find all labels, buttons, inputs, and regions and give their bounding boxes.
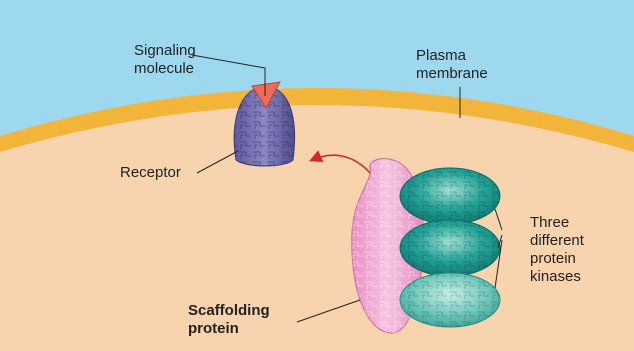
protein-kinase-3 <box>400 273 500 327</box>
label-line: Receptor <box>120 164 181 182</box>
protein-kinases-label: Three different protein kinases <box>530 214 584 286</box>
label-line: different <box>530 232 584 250</box>
label-line: Scaffolding <box>188 302 270 320</box>
scaffolding-protein-label: Scaffolding protein <box>188 302 270 338</box>
protein-kinase-2 <box>400 220 500 276</box>
label-line: membrane <box>416 65 488 83</box>
label-line: Signaling <box>134 42 196 60</box>
plasma-membrane-label: Plasma membrane <box>416 47 488 83</box>
label-line: Plasma <box>416 47 488 65</box>
label-line: Three <box>530 214 584 232</box>
protein-kinase-1 <box>400 168 500 224</box>
label-line: protein <box>188 320 270 338</box>
receptor-label: Receptor <box>120 164 181 182</box>
label-line: molecule <box>134 60 196 78</box>
label-line: kinases <box>530 268 584 286</box>
label-line: protein <box>530 250 584 268</box>
signaling-molecule-label: Signaling molecule <box>134 42 196 78</box>
